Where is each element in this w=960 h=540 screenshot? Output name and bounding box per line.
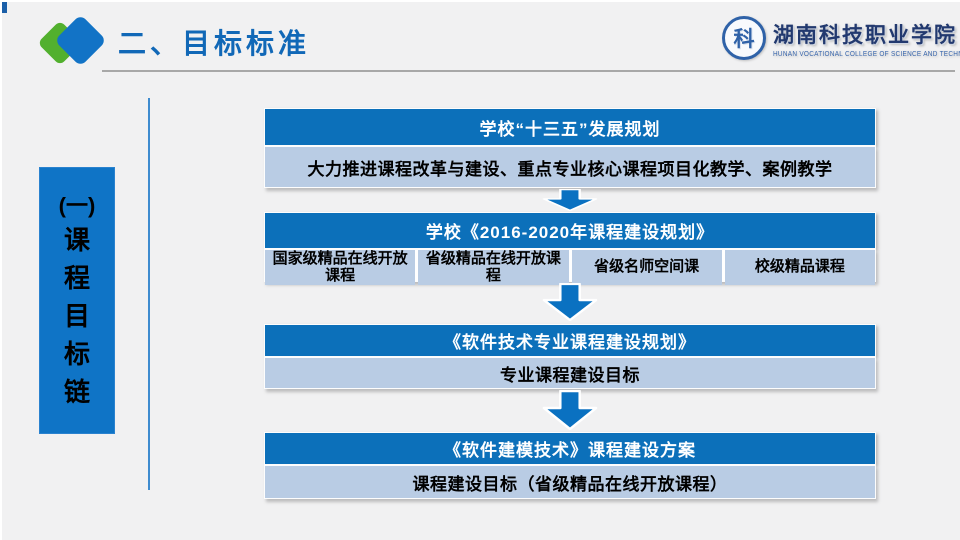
- section-char: 标: [63, 338, 90, 369]
- college-emblem-icon: 科: [722, 16, 766, 60]
- flow-node-4-body: 课程建设目标（省级精品在线开放课程）: [264, 465, 876, 499]
- course-type-cell: 校级精品课程: [724, 250, 875, 285]
- flow-node-1-header: 学校“十三五”发展规划: [264, 108, 876, 146]
- section-char: 目: [63, 300, 90, 331]
- college-name-en: HUNAN VOCATIONAL COLLEGE OF SCIENCE AND …: [773, 50, 960, 58]
- section-char: 链: [63, 376, 90, 407]
- flow-node-3-body: 专业课程建设目标: [264, 357, 876, 389]
- vertical-divider: [148, 98, 150, 490]
- flow-node-2-cells: 国家级精品在线开放课程 省级精品在线开放课程 省级名师空间课 校级精品课程: [264, 249, 876, 285]
- down-arrow-icon: [542, 283, 598, 321]
- page-title: 二、目标标准: [118, 28, 311, 59]
- title-underline: [102, 70, 955, 72]
- course-type-cell: 省级名师空间课: [571, 250, 722, 285]
- flow-node-2-header: 学校《2016-2020年课程建设规划》: [264, 212, 876, 249]
- course-type-cell: 国家级精品在线开放课程: [265, 250, 416, 285]
- section-char: 课: [63, 224, 90, 255]
- college-logo-names: 湖南科技职业学院 HUNAN VOCATIONAL COLLEGE OF SCI…: [773, 19, 960, 58]
- section-label-course-goal-chain: (一) 课 程 目 标 链: [39, 167, 115, 434]
- college-logo: 科 湖南科技职业学院 HUNAN VOCATIONAL COLLEGE OF S…: [722, 10, 960, 66]
- corner-accent-mark: [2, 2, 7, 13]
- section-char: 程: [63, 262, 90, 293]
- down-arrow-icon: [542, 390, 598, 430]
- flow-node-3-header: 《软件技术专业课程建设规划》: [264, 324, 876, 357]
- title-diamond-icon: [37, 14, 112, 67]
- goal-chain-flowchart: 学校“十三五”发展规划 大力推进课程改革与建设、重点专业核心课程项目化教学、案例…: [264, 2, 876, 540]
- course-type-cell: 省级精品在线开放课程: [418, 250, 569, 285]
- flow-node-4-header: 《软件建模技术》课程建设方案: [264, 432, 876, 465]
- section-number: (一): [58, 192, 96, 218]
- flow-node-1-body: 大力推进课程改革与建设、重点专业核心课程项目化教学、案例教学: [264, 146, 876, 188]
- college-name-cn: 湖南科技职业学院: [773, 21, 957, 47]
- down-arrow-icon: [542, 189, 598, 211]
